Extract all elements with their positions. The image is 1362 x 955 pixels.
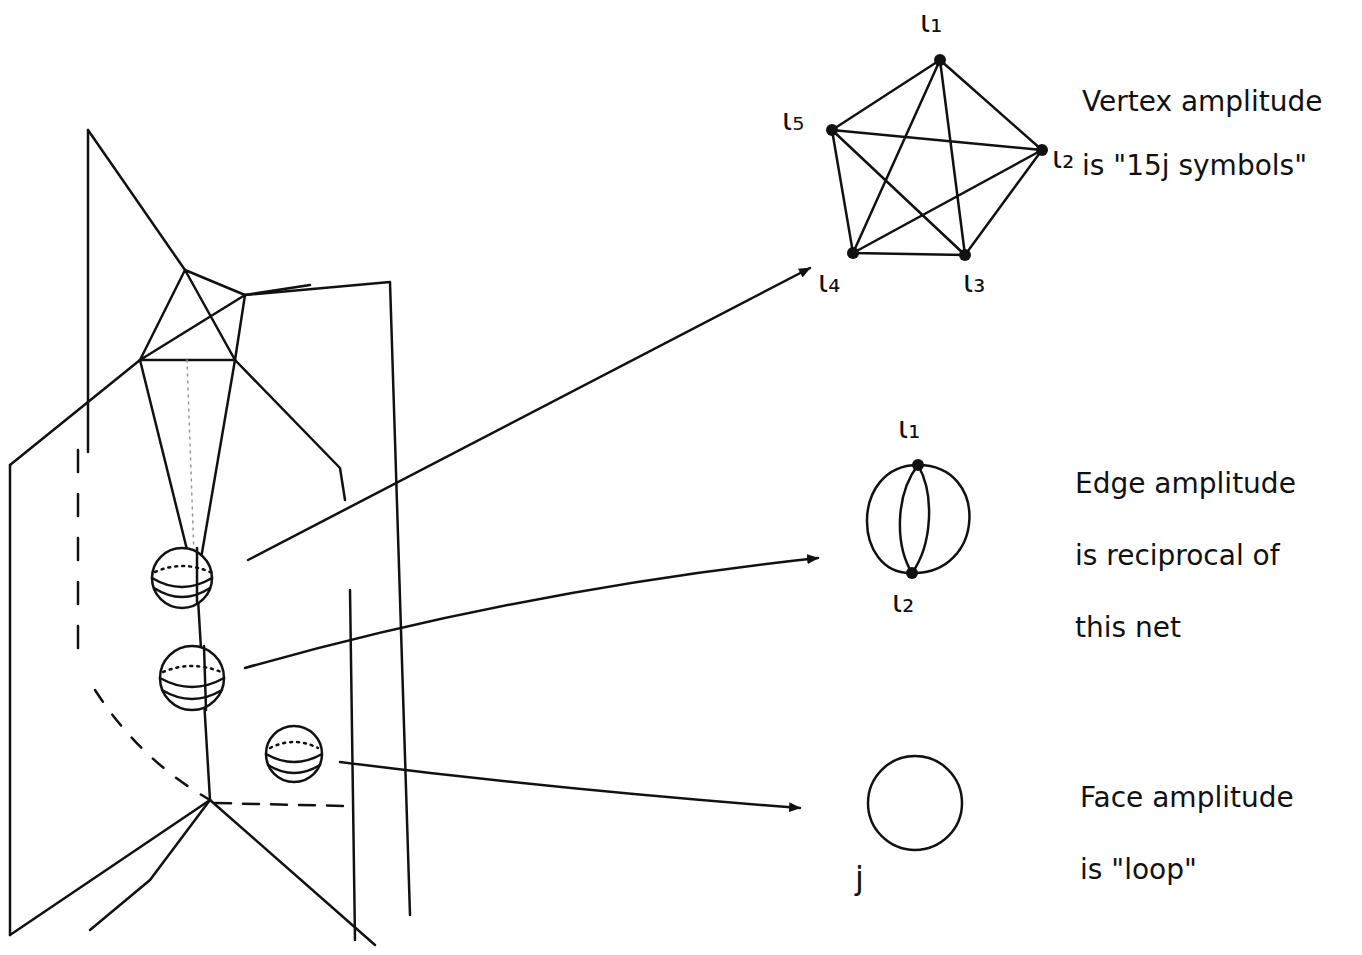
- net-vertex: [906, 459, 924, 579]
- vertex-label: ι₁: [920, 2, 942, 42]
- sheet-edge: [10, 800, 210, 935]
- sheet-edge: [235, 360, 345, 500]
- leader-arrow: [340, 762, 800, 808]
- sheet-edge: [88, 130, 185, 270]
- sheet-edge: [210, 800, 375, 945]
- leader-arrow: [248, 268, 810, 560]
- sheet-edge: [10, 360, 140, 465]
- sheet-edge: [90, 800, 210, 930]
- hidden-line: [215, 803, 345, 806]
- sheet-edge: [9, 465, 12, 935]
- description: Edge amplitude is reciprocal of this net: [1075, 448, 1315, 664]
- small-sphere: [160, 646, 224, 710]
- loop: [868, 756, 962, 850]
- small-sphere: [266, 726, 322, 782]
- leader-arrow: [245, 268, 818, 808]
- vertex-label: ι₄: [818, 262, 840, 302]
- two-complex: [10, 130, 410, 945]
- vertex-link: [140, 270, 245, 360]
- vertex-label: ι₂: [1052, 138, 1074, 178]
- small-sphere: [152, 548, 212, 608]
- leader-arrow: [245, 558, 818, 668]
- net-edge: [900, 465, 929, 573]
- vertex-label: ι₁: [898, 408, 920, 448]
- net-edge: [832, 60, 1042, 255]
- vertex-label: ι₂: [892, 582, 914, 622]
- net-edge: [867, 465, 969, 573]
- spin-label: j: [855, 858, 864, 898]
- vertex-label: ι₅: [782, 100, 804, 140]
- net-vertex: [826, 54, 1048, 261]
- sheet-edge: [245, 282, 410, 915]
- hidden-line: [77, 450, 80, 670]
- description: Face amplitude is "loop": [1080, 762, 1320, 906]
- description: Vertex amplitude is "15j symbols": [1082, 70, 1352, 198]
- sheet-edge: [245, 285, 310, 295]
- spin-network: [867, 465, 969, 573]
- vertex-label: ι₃: [963, 262, 985, 302]
- spin-network: [832, 60, 1042, 255]
- net-edge: [832, 60, 1042, 255]
